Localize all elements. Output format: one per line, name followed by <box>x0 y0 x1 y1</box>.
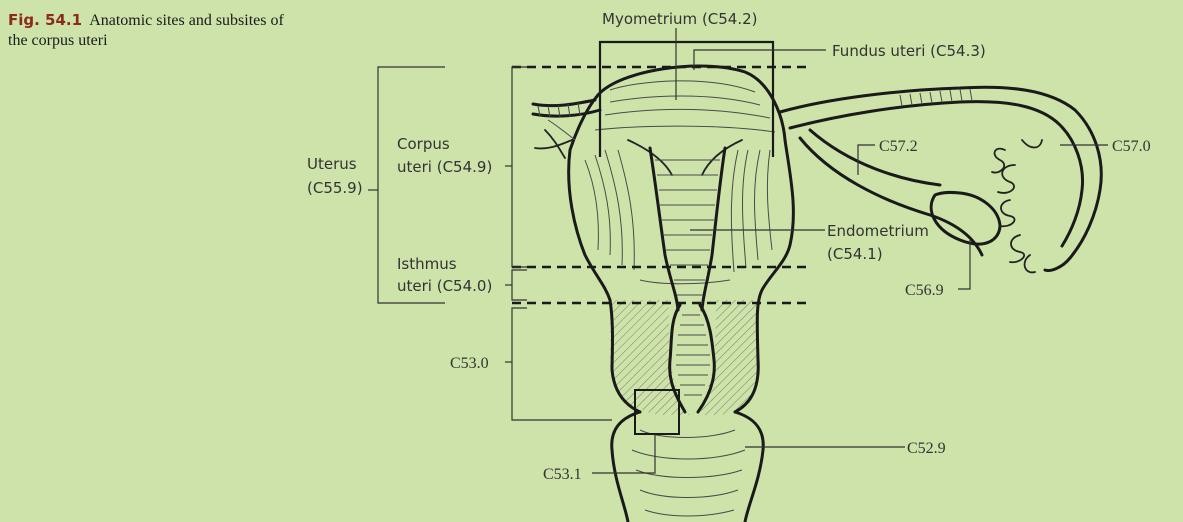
label-uterus-line1: Uterus <box>307 155 357 173</box>
label-c52-9: C52.9 <box>907 440 946 457</box>
label-uterus-line2: (C55.9) <box>307 179 363 197</box>
label-corpus-line1: Corpus <box>397 135 450 153</box>
fundus-leader <box>693 49 826 70</box>
label-c57-0: C57.0 <box>1112 138 1151 155</box>
c57-2-leader <box>857 144 875 175</box>
label-endometrium-line1: Endometrium <box>827 222 929 240</box>
label-isthmus-line1: Isthmus <box>397 255 457 273</box>
label-c57-2: C57.2 <box>879 138 918 155</box>
c53-1-leader <box>592 434 656 474</box>
label-myometrium: Myometrium (C54.2) <box>602 10 758 28</box>
right-adnexa <box>778 85 1103 274</box>
label-isthmus-line2: uteri (C54.0) <box>397 277 492 295</box>
endometrial-cavity <box>627 139 743 414</box>
figure-caption: Fig. 54.1 Anatomic sites and subsites of… <box>8 10 288 51</box>
label-c56-9: C56.9 <box>905 282 944 299</box>
label-corpus-line2: uteri (C54.9) <box>397 158 492 176</box>
uterus-bracket <box>377 66 445 304</box>
figure-title: Anatomic sites and subsites of the corpu… <box>8 12 284 49</box>
label-c53-1: C53.1 <box>543 466 582 483</box>
isthmus-bracket <box>511 269 527 301</box>
cervix-hatched-region <box>610 300 759 415</box>
vagina <box>610 410 765 522</box>
myometrium-bracket <box>598 28 775 157</box>
corpus-bracket <box>511 66 527 268</box>
figure-label: Fig. 54.1 <box>8 11 83 29</box>
label-fundus: Fundus uteri (C54.3) <box>832 42 986 60</box>
label-endometrium-line2: (C54.1) <box>827 245 883 263</box>
label-c53-0: C53.0 <box>450 355 489 372</box>
c53-0-bracket <box>511 307 612 421</box>
c56-9-leader <box>958 240 971 290</box>
c53-1-box <box>634 389 680 435</box>
myometrium-texture <box>584 80 776 285</box>
